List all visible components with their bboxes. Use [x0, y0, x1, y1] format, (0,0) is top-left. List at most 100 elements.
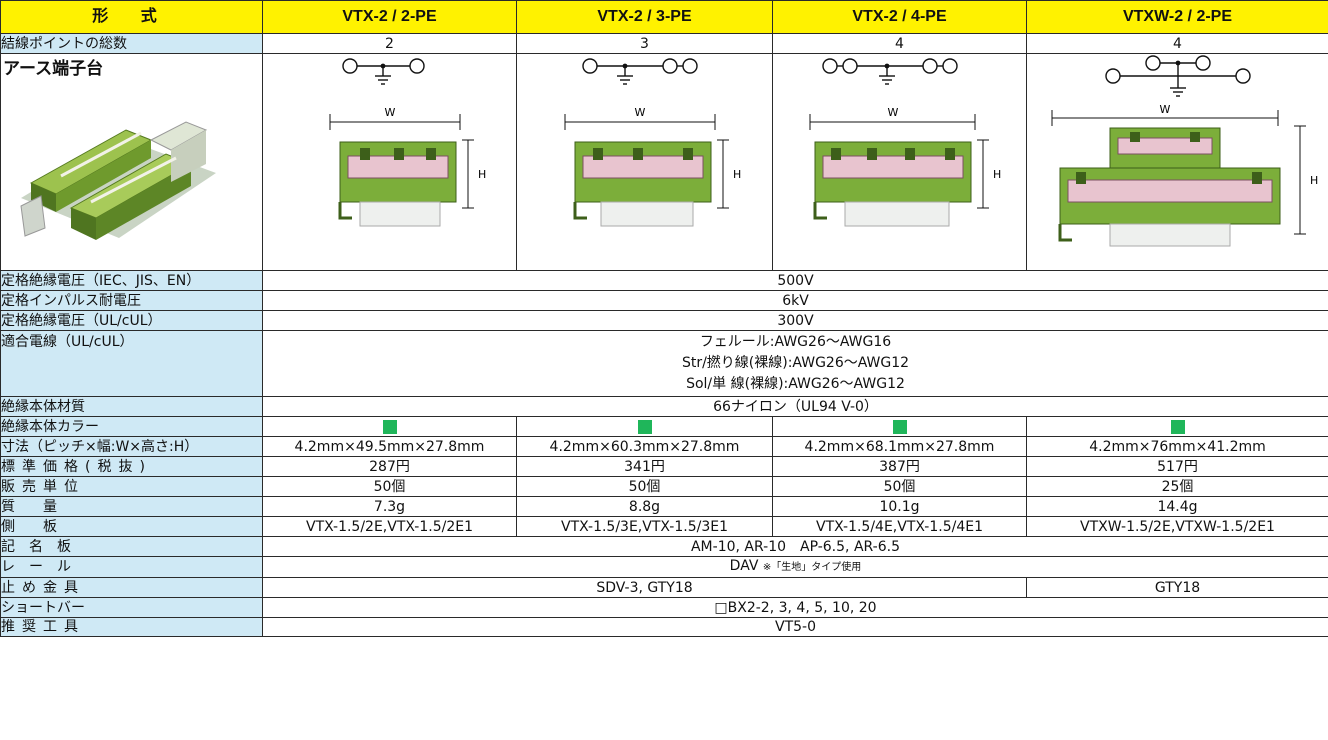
product-drawing-2: W H	[516, 53, 773, 271]
rail-value: DAV	[729, 558, 759, 574]
rail-values: DAV ※「生地」タイプ使用	[262, 556, 1328, 578]
row-value: 4	[772, 33, 1027, 54]
row-value: 4	[1026, 33, 1328, 54]
width-label: W	[634, 106, 645, 119]
row-value: SDV-3, GTY18	[262, 577, 1027, 598]
height-label: H	[478, 168, 486, 181]
row-value: AM-10, AR-10 AP-6.5, AR-6.5	[262, 536, 1328, 557]
terminal-symbol-icon	[581, 58, 698, 85]
row-value: 4.2mm×60.3mm×27.8mm	[516, 436, 773, 457]
row-value: VT5-0	[262, 617, 1328, 637]
terminal-block-photo	[20, 121, 216, 240]
terminal-symbol-icon	[341, 58, 425, 85]
row-value: 7.3g	[262, 496, 517, 517]
model-header-4: VTXW-2 / 2-PE	[1026, 0, 1328, 34]
row-value: 4.2mm×76mm×41.2mm	[1026, 436, 1328, 457]
header-label: 形 式	[0, 0, 263, 34]
price-row: 標準価格(税抜) 287円 341円 387円 517円	[0, 456, 1328, 477]
ul-voltage-row: 定格絶縁電圧（UL/cUL） 300V	[0, 310, 1328, 331]
wire-values: フェルール:AWG26～AWG16 Str/撚り線(裸線):AWG26～AWG1…	[262, 330, 1328, 397]
product-image-title: アース端子台	[3, 59, 104, 79]
row-label: レール	[0, 556, 263, 578]
row-label: 販売単位	[0, 476, 263, 497]
terminal-drawing-icon: W H	[809, 106, 1001, 227]
short-bar-row: ショートバー □BX2-2, 3, 4, 5, 10, 20	[0, 597, 1328, 618]
row-label: 結線ポイントの総数	[0, 33, 263, 54]
wire-stranded: Str/撚り線(裸線):AWG26～AWG12	[681, 355, 910, 371]
color-swatch	[892, 419, 907, 434]
row-value: VTXW-1.5/2E,VTXW-1.5/2E1	[1026, 516, 1328, 537]
color-swatch	[1170, 419, 1185, 434]
side-plate-row: 側板 VTX-1.5/2E,VTX-1.5/2E1 VTX-1.5/3E,VTX…	[0, 516, 1328, 537]
row-value: 517円	[1026, 456, 1328, 477]
row-label: 絶縁本体カラー	[0, 416, 263, 437]
rail-note: ※「生地」タイプ使用	[762, 562, 862, 573]
sales-unit-row: 販売単位 50個 50個 50個 25個	[0, 476, 1328, 497]
row-label: 適合電線（UL/cUL）	[0, 330, 263, 397]
row-value: 10.1g	[772, 496, 1027, 517]
marker-row: 記名板 AM-10, AR-10 AP-6.5, AR-6.5	[0, 536, 1328, 557]
row-value: 25個	[1026, 476, 1328, 497]
color-row: 絶縁本体カラー	[0, 416, 1328, 437]
row-value: 341円	[516, 456, 773, 477]
product-drawing-3: W H	[772, 53, 1027, 271]
width-label: W	[384, 106, 395, 119]
row-label: 定格インパルス耐電圧	[0, 290, 263, 311]
row-label: 定格絶縁電圧（IEC、JIS、EN）	[0, 270, 263, 291]
product-image-row: アース端子台	[0, 53, 1328, 271]
wire-row: 適合電線（UL/cUL） フェルール:AWG26～AWG16 Str/撚り線(裸…	[0, 330, 1328, 397]
rail-row: レール DAV ※「生地」タイプ使用	[0, 556, 1328, 578]
connection-points-row: 結線ポイントの総数 2 3 4 4	[0, 33, 1328, 54]
row-value: 4.2mm×49.5mm×27.8mm	[262, 436, 517, 457]
spec-table: 形 式 VTX-2 / 2-PE VTX-2 / 3-PE VTX-2 / 4-…	[0, 0, 1328, 637]
terminal-drawing-icon: W H	[329, 106, 486, 227]
product-drawing-1: W H	[262, 53, 517, 271]
row-value: 6kV	[262, 290, 1328, 311]
height-label: H	[1310, 174, 1318, 187]
header-row: 形 式 VTX-2 / 2-PE VTX-2 / 3-PE VTX-2 / 4-…	[0, 0, 1328, 34]
stopper-row: 止め金具 SDV-3, GTY18 GTY18	[0, 577, 1328, 598]
row-label: 質量	[0, 496, 263, 517]
color-cell	[772, 416, 1027, 437]
width-label: W	[887, 106, 898, 119]
row-label: 標準価格(税抜)	[0, 456, 263, 477]
row-value: 50個	[772, 476, 1027, 497]
impulse-voltage-row: 定格インパルス耐電圧 6kV	[0, 290, 1328, 311]
row-value: 66ナイロン（UL94 V-0）	[262, 396, 1328, 417]
product-drawing-4: W H	[1026, 53, 1328, 271]
row-label: 止め金具	[0, 577, 263, 598]
row-value: GTY18	[1026, 577, 1328, 598]
color-cell	[1026, 416, 1328, 437]
insulation-voltage-row: 定格絶縁電圧（IEC、JIS、EN） 500V	[0, 270, 1328, 291]
terminal-drawing-icon: W H	[564, 106, 741, 227]
color-swatch	[637, 419, 652, 434]
color-cell	[516, 416, 773, 437]
wire-solid: Sol/単 線(裸線):AWG26～AWG12	[686, 376, 905, 392]
wire-ferrule: フェルール:AWG26～AWG16	[699, 334, 892, 350]
mass-row: 質量 7.3g 8.8g 10.1g 14.4g	[0, 496, 1328, 517]
terminal-stack	[20, 121, 208, 240]
row-value: VTX-1.5/2E,VTX-1.5/2E1	[262, 516, 517, 537]
tool-row: 推奨工具 VT5-0	[0, 617, 1328, 637]
row-value: □BX2-2, 3, 4, 5, 10, 20	[262, 597, 1328, 618]
terminal-symbol-icon	[1104, 55, 1251, 97]
row-label: 寸法（ピッチ×幅:W×高さ:H）	[0, 436, 263, 457]
row-label: 記名板	[0, 536, 263, 557]
row-value: 8.8g	[516, 496, 773, 517]
color-swatch	[382, 419, 397, 434]
model-header-3: VTX-2 / 4-PE	[772, 0, 1027, 34]
row-value: 300V	[262, 310, 1328, 331]
height-label: H	[733, 168, 741, 181]
row-label: 推奨工具	[0, 617, 263, 637]
dimensions-row: 寸法（ピッチ×幅:W×高さ:H） 4.2mm×49.5mm×27.8mm 4.2…	[0, 436, 1328, 457]
row-value: 14.4g	[1026, 496, 1328, 517]
width-label: W	[1159, 104, 1170, 116]
terminal-symbol-icon	[821, 58, 958, 85]
row-value: 50個	[262, 476, 517, 497]
row-value: 500V	[262, 270, 1328, 291]
row-value: 387円	[772, 456, 1027, 477]
material-row: 絶縁本体材質 66ナイロン（UL94 V-0）	[0, 396, 1328, 417]
row-value: 50個	[516, 476, 773, 497]
row-value: VTX-1.5/4E,VTX-1.5/4E1	[772, 516, 1027, 537]
model-header-2: VTX-2 / 3-PE	[516, 0, 773, 34]
